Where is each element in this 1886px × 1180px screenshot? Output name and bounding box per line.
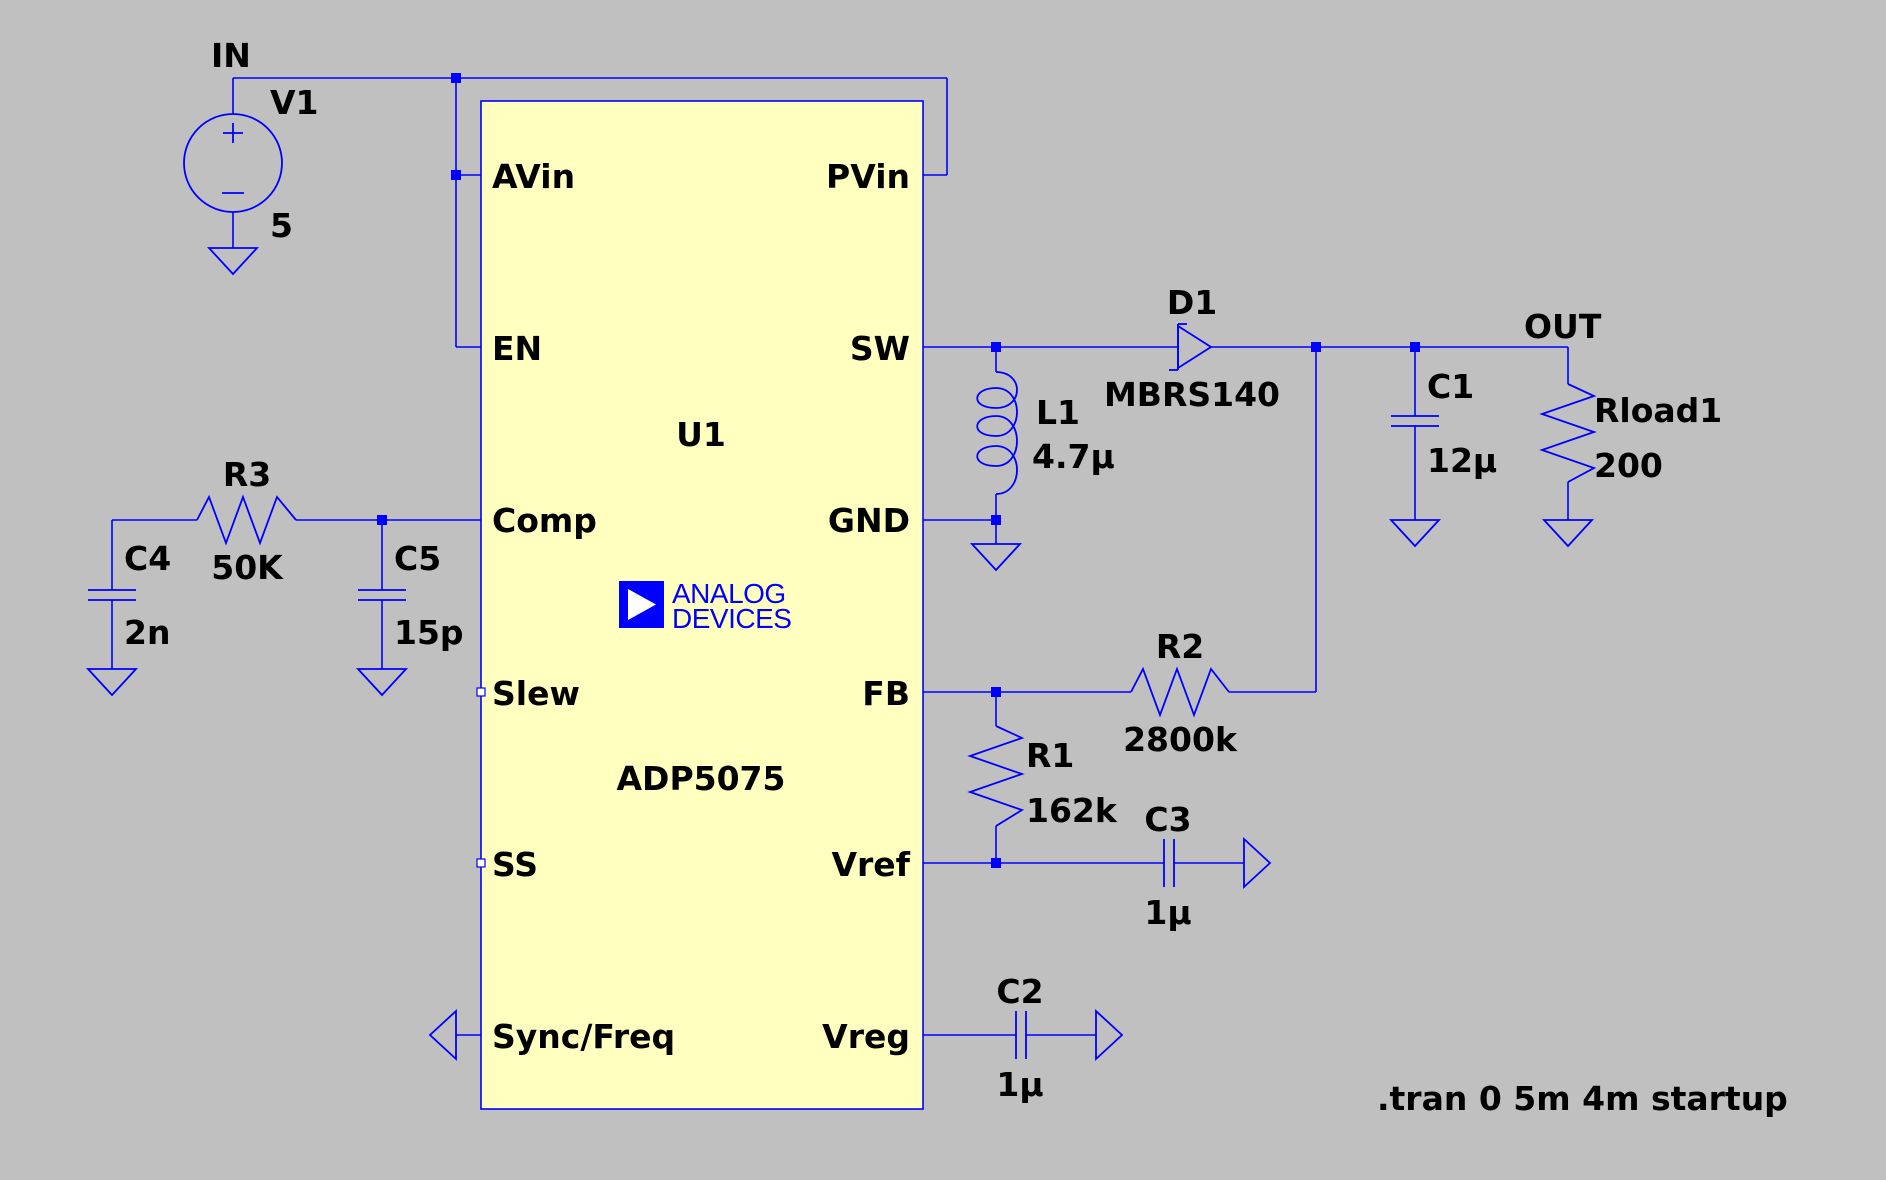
open-pin-slew xyxy=(476,687,486,697)
ground-icon xyxy=(969,543,1023,572)
c1-value-label: 12µ xyxy=(1427,441,1497,480)
l1-value-label: 4.7µ xyxy=(1032,437,1115,476)
ground-icon xyxy=(85,668,139,697)
inductor-l1[interactable] xyxy=(976,371,1018,495)
c2-ref-label: C2 xyxy=(996,972,1043,1011)
resistor-r1[interactable] xyxy=(967,725,1025,827)
diode-d1[interactable] xyxy=(1169,323,1213,371)
r1-ref-label: R1 xyxy=(1026,736,1074,775)
capacitor-c4[interactable] xyxy=(88,589,136,601)
svg-text:DEVICES: DEVICES xyxy=(672,603,791,634)
rload1-ref-label: Rload1 xyxy=(1594,391,1722,430)
c4-value-label: 2n xyxy=(124,613,170,652)
l1-ref-label: L1 xyxy=(1036,393,1080,432)
r1-value-label: 162k xyxy=(1026,791,1118,830)
junction-dot xyxy=(451,170,461,180)
resistor-rload1[interactable] xyxy=(1539,383,1597,483)
ground-icon xyxy=(355,668,409,697)
v1-value-label: 5 xyxy=(270,206,293,245)
ground-icon xyxy=(1243,836,1272,890)
rload1-value-label: 200 xyxy=(1594,446,1663,485)
svg-text:ANALOG: ANALOG xyxy=(672,578,786,609)
ic-part-label: ADP5075 xyxy=(617,759,786,798)
r3-ref-label: R3 xyxy=(223,455,271,494)
pin-label-gnd: GND xyxy=(828,501,910,540)
ground-icon xyxy=(1095,1008,1124,1062)
pin-label-comp: Comp xyxy=(492,501,597,540)
pin-label-sync-freq: Sync/Freq xyxy=(492,1017,675,1056)
c1-ref-label: C1 xyxy=(1427,367,1474,406)
spice-directive[interactable]: .tran 0 5m 4m startup xyxy=(1377,1079,1788,1118)
c5-ref-label: C5 xyxy=(394,539,441,578)
open-pin-ss xyxy=(476,858,486,868)
pin-label-slew: Slew xyxy=(492,674,580,713)
junction-dot xyxy=(991,515,1001,525)
capacitor-c3[interactable] xyxy=(1163,839,1175,887)
d1-ref-label: D1 xyxy=(1167,283,1217,322)
ground-icon xyxy=(1388,519,1442,548)
ground-icon xyxy=(428,1008,457,1062)
pin-label-ss: SS xyxy=(492,845,538,884)
r3-value-label: 50K xyxy=(211,548,284,587)
voltage-source-v1[interactable] xyxy=(183,113,283,213)
capacitor-c1[interactable] xyxy=(1391,415,1439,427)
c4-ref-label: C4 xyxy=(124,539,171,578)
ground-icon xyxy=(206,247,260,276)
resistor-r2[interactable] xyxy=(1130,666,1230,718)
ic-ref-label: U1 xyxy=(676,415,726,454)
c5-value-label: 15p xyxy=(394,613,464,652)
ic-u1-body[interactable] xyxy=(480,100,924,1110)
r2-ref-label: R2 xyxy=(1156,627,1204,666)
analog-devices-logo: ANALOG DEVICES xyxy=(619,578,792,634)
junction-dot xyxy=(991,342,1001,352)
pin-label-avin: AVin xyxy=(492,157,575,196)
junction-dot xyxy=(451,73,461,83)
capacitor-c5[interactable] xyxy=(358,589,406,601)
net-label-in: IN xyxy=(211,36,251,75)
r2-value-label: 2800k xyxy=(1123,720,1238,759)
pin-label-fb: FB xyxy=(862,674,910,713)
resistor-r3[interactable] xyxy=(196,494,297,546)
pin-label-vreg: Vreg xyxy=(822,1017,910,1056)
pin-label-en: EN xyxy=(492,329,542,368)
ground-icon xyxy=(1541,519,1595,548)
c3-value-label: 1µ xyxy=(1144,893,1191,932)
pin-label-pvin: PVin xyxy=(826,157,910,196)
pin-label-vref: Vref xyxy=(831,845,910,884)
v1-ref-label: V1 xyxy=(270,83,319,122)
pin-label-sw: SW xyxy=(850,329,910,368)
d1-value-label: MBRS140 xyxy=(1104,375,1280,414)
c2-value-label: 1µ xyxy=(996,1065,1043,1104)
c3-ref-label: C3 xyxy=(1144,800,1191,839)
net-label-out: OUT xyxy=(1524,307,1602,346)
capacitor-c2[interactable] xyxy=(1015,1011,1027,1059)
